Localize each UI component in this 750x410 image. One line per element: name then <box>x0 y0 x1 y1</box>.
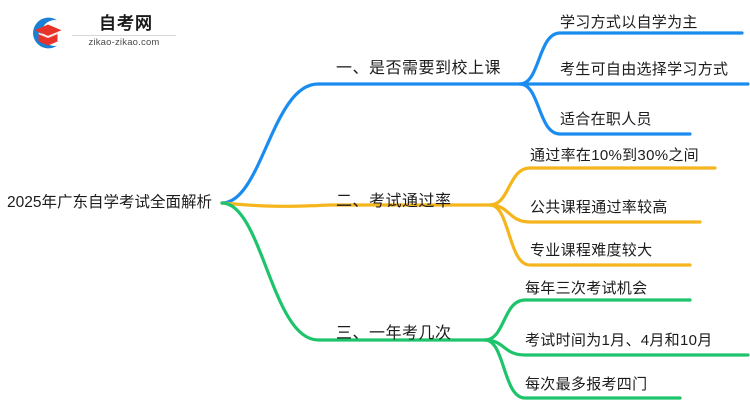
mindmap-branch-3[interactable]: 三、一年考几次 <box>336 325 452 342</box>
branch-3-connectors <box>220 201 750 400</box>
graduation-cap-logo-icon <box>33 17 62 49</box>
connector-branch-1-leaf-1 <box>518 31 744 86</box>
connector-branch-1-leaf-3 <box>518 82 692 136</box>
branch-1-connectors <box>220 31 750 205</box>
connector-branch-2-leaf-1 <box>488 166 717 207</box>
logo-divider <box>72 35 176 36</box>
logo-text: 自考网 zikao-zikao.com <box>72 14 176 49</box>
connector-root-to-branch-3 <box>220 201 487 342</box>
branch-2-connectors <box>220 166 717 267</box>
mindmap-branch-1[interactable]: 一、是否需要到校上课 <box>336 60 502 77</box>
logo-domain: zikao-zikao.com <box>88 37 160 48</box>
mindmap-branch-2-leaf-1[interactable]: 通过率在10%到30%之间 <box>530 147 699 164</box>
mindmap-branch-2[interactable]: 二、考试通过率 <box>336 193 452 210</box>
mindmap-branch-1-leaf-2[interactable]: 考生可自由选择学习方式 <box>560 61 729 78</box>
mindmap-branch-3-leaf-3[interactable]: 每次最多报考四门 <box>525 376 648 393</box>
connector-branch-3-leaf-1 <box>483 298 692 342</box>
mindmap-branch-3-leaf-2[interactable]: 考试时间为1月、4月和10月 <box>525 332 713 349</box>
connector-root-to-branch-1 <box>220 82 522 205</box>
mindmap-branch-1-leaf-3[interactable]: 适合在职人员 <box>560 111 652 128</box>
mindmap-root-node[interactable]: 2025年广东自学考试全面解析 <box>7 194 212 211</box>
mindmap-branch-2-leaf-3[interactable]: 专业课程难度较大 <box>530 242 653 259</box>
connector-branch-2-leaf-3 <box>488 203 692 267</box>
mindmap-branch-3-leaf-1[interactable]: 每年三次考试机会 <box>525 280 648 297</box>
site-logo: 自考网 zikao-zikao.com <box>28 12 178 54</box>
mindmap-branch-1-leaf-1[interactable]: 学习方式以自学为主 <box>560 14 698 31</box>
logo-title: 自考网 <box>99 14 153 33</box>
connector-branch-3-leaf-3 <box>483 338 682 400</box>
mindmap-branch-2-leaf-2[interactable]: 公共课程通过率较高 <box>530 199 668 216</box>
connector-root-to-branch-2 <box>220 201 492 208</box>
